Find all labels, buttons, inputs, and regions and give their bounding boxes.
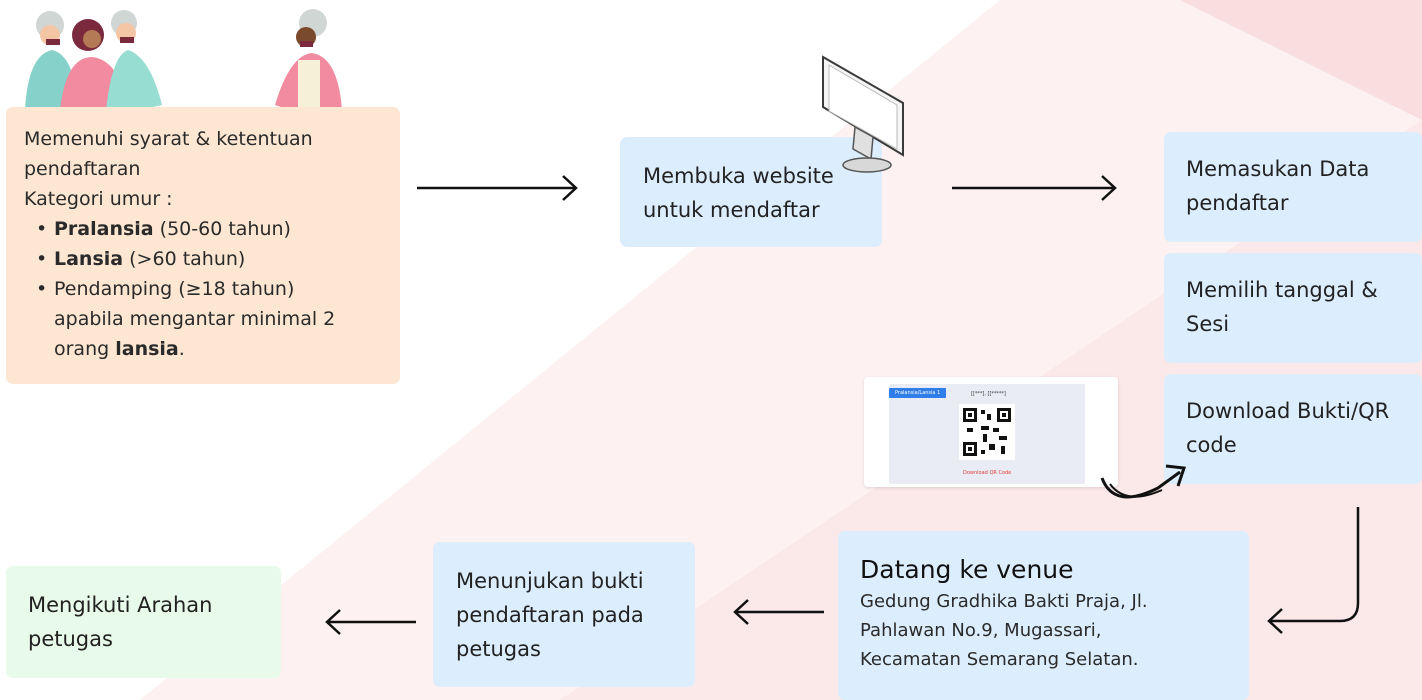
elderly-people-illustration [25,9,342,110]
list-item-pendamping: Pendamping (≥18 tahun) apabila mengantar… [36,274,400,364]
arrow-left-icon [325,609,416,635]
arrow-right-icon [952,175,1117,201]
step-enter-data: Memasukan Data pendaftar [1164,132,1422,242]
age-category-label: Kategori umur : [24,188,173,210]
step-choose-date: Memilih tanggal & Sesi [1164,253,1422,363]
step-follow-instructions: Mengikuti Arahan petugas [6,566,281,678]
list-item-pralansia: Pralansia (50-60 tahun) [36,214,400,244]
age-category-list: Pralansia (50-60 tahun) Lansia (>60 tahu… [24,214,400,364]
step-show-proof: Menunjukan bukti pendaftaran pada petuga… [433,542,695,687]
list-item-lansia: Lansia (>60 tahun) [36,244,400,274]
requirements-line-2: pendaftaran [24,158,141,180]
arrow-right-icon [417,175,578,201]
qr-code-icon [959,404,1015,460]
qr-preview-card: Pralansia/Lansia 1 [[***], [[*****] Down… [864,377,1118,487]
qr-category-tag: Pralansia/Lansia 1 [889,388,947,398]
download-qr-link[interactable]: Download QR Code [963,470,1012,476]
qr-preview-title: [[***], [[*****] [971,391,1006,397]
step-download-qr: Download Bukti/QR code [1164,374,1422,484]
requirements-line-1: Memenuhi syarat & ketentuan [24,128,313,150]
step-open-website: Membuka website untuk mendaftar [620,137,882,247]
arrow-left-icon [733,599,824,625]
venue-title: Datang ke venue [860,555,1074,584]
qr-preview-panel: Pralansia/Lansia 1 [[***], [[*****] Down… [889,384,1085,484]
step-go-to-venue: Datang ke venue Gedung Gradhika Bakti Pr… [838,531,1249,700]
monitor-icon [822,55,904,173]
curved-arrow-icon [1100,464,1187,499]
requirements-box: Memenuhi syarat & ketentuan pendaftaran … [6,107,400,384]
arrow-bend-down-left-icon [1267,507,1360,634]
venue-address: Gedung Gradhika Bakti Praja, Jl. Pahlawa… [860,591,1148,670]
requirements-text: Memenuhi syarat & ketentuan pendaftaran … [24,124,400,364]
